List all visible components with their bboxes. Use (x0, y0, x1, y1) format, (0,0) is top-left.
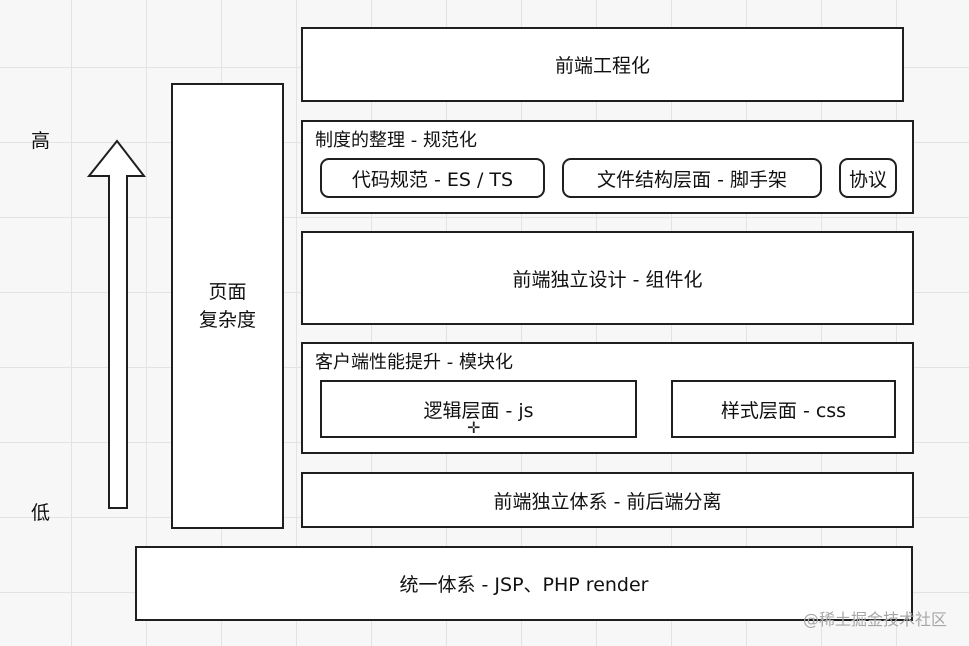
layer-engineering: 前端工程化 (301, 27, 904, 102)
axis-high-label: 高 (31, 130, 51, 152)
layer-engineering-label: 前端工程化 (554, 55, 650, 77)
layer-componentization-label: 前端独立设计 - 组件化 (512, 268, 703, 291)
complexity-label-line2: 复杂度 (198, 309, 256, 331)
layer-modularization-title: 客户端性能提升 - 模块化 (315, 352, 513, 373)
axis-low-label: 低 (31, 502, 51, 524)
layer-modularization: 客户端性能提升 - 模块化 逻辑层面 - js 样式层面 - css (301, 342, 914, 454)
watermark-text: @稀土掘金技术社区 (802, 610, 947, 629)
layer-unified: 统一体系 - JSP、PHP render (135, 546, 913, 621)
layer-separation-label: 前端独立体系 - 前后端分离 (493, 490, 722, 513)
logic-layer-label: 逻辑层面 - js (423, 399, 534, 422)
layer-standards: 制度的整理 - 规范化 代码规范 - ES / TS 文件结构层面 - 脚手架 … (301, 120, 914, 214)
layer-unified-label: 统一体系 - JSP、PHP render (399, 574, 649, 596)
file-structure-pill: 文件结构层面 - 脚手架 (562, 158, 822, 198)
protocol-pill: 协议 (839, 158, 897, 198)
layer-componentization: 前端独立设计 - 组件化 (301, 231, 914, 325)
complexity-label-line1: 页面 (208, 281, 247, 303)
file-structure-label: 文件结构层面 - 脚手架 (597, 168, 787, 191)
move-cursor-icon: ✛ (467, 418, 481, 437)
layer-standards-title: 制度的整理 - 规范化 (315, 130, 477, 151)
code-standard-pill: 代码规范 - ES / TS (320, 158, 545, 198)
protocol-label: 协议 (848, 168, 887, 191)
logic-layer-box: 逻辑层面 - js (320, 380, 637, 438)
page-complexity-box: 页面 复杂度 (171, 83, 284, 529)
style-layer-label: 样式层面 - css (720, 399, 847, 422)
style-layer-box: 样式层面 - css (671, 380, 896, 438)
code-standard-label: 代码规范 - ES / TS (351, 168, 514, 191)
layer-separation: 前端独立体系 - 前后端分离 (301, 472, 914, 528)
up-arrow-icon (86, 139, 147, 509)
